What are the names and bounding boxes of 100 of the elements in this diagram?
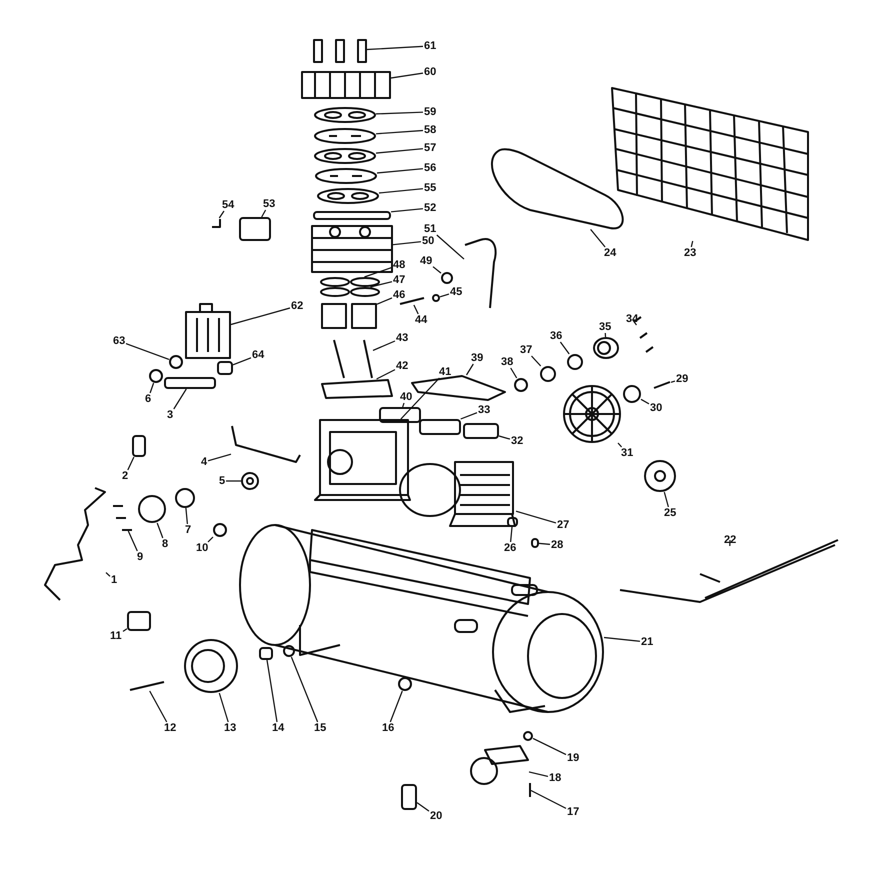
leader-line [392, 241, 422, 246]
wheel-drawing [184, 639, 238, 693]
callout-number: 4 [200, 456, 208, 468]
sleeve-drawing [132, 435, 146, 457]
callout-number: 29 [675, 373, 690, 385]
shaft-drawing [419, 419, 461, 435]
pistons-drawing [321, 303, 377, 329]
piston-rings-drawing [320, 287, 380, 297]
leader-line [230, 307, 290, 326]
leader-line [390, 72, 424, 79]
circlip-drawing [540, 366, 556, 382]
leader-line [218, 692, 229, 722]
leader-line [604, 332, 606, 338]
callout-number: 20 [429, 810, 444, 822]
callout-number: 8 [161, 538, 170, 550]
callout-number: 41 [438, 366, 452, 378]
callout-number: 26 [503, 542, 518, 554]
leader-line [261, 210, 266, 218]
leader-line [376, 297, 392, 305]
leader-line [530, 790, 566, 809]
cylinder-head-drawing [301, 71, 391, 99]
pulley-hub-drawing [644, 460, 676, 492]
leader-line [150, 382, 154, 394]
leader-line [390, 690, 403, 722]
leader-line [531, 356, 542, 366]
motor-drawing [399, 461, 516, 527]
piston-rings-drawing [320, 277, 380, 287]
leader-line [106, 572, 110, 577]
plug-drawing [213, 523, 227, 537]
callout-number: 50 [421, 235, 436, 247]
leader-line [510, 368, 518, 378]
leader-line [528, 771, 548, 777]
connecting-rods-drawing [333, 339, 373, 379]
fan-pulley-drawing [563, 385, 621, 443]
leader-line [232, 357, 252, 366]
callout-number: 55 [423, 182, 438, 194]
callout-number: 24 [603, 247, 618, 259]
callout-number: 10 [195, 542, 210, 554]
leader-line [376, 369, 396, 380]
fitting-drawing [217, 361, 233, 375]
leader-line [173, 388, 187, 410]
elbow-drawing [441, 272, 453, 284]
callout-number: 22 [723, 534, 738, 546]
gasket-drawing [313, 211, 391, 220]
callout-number: 21 [640, 636, 654, 648]
callout-number: 14 [271, 722, 286, 734]
callout-number: 6 [144, 393, 152, 405]
callout-number: 52 [423, 202, 438, 214]
pipe-drawing [464, 238, 497, 308]
leader-line [372, 340, 396, 351]
callout-number: 15 [313, 722, 328, 734]
crankshaft-drawing [379, 407, 421, 423]
leader-line [128, 530, 138, 552]
leader-line [208, 536, 214, 542]
callout-number: 19 [566, 752, 580, 764]
axle-drawing [130, 681, 164, 691]
leader-line [122, 628, 128, 632]
leader-line [156, 522, 164, 538]
ring-drawing [175, 488, 195, 508]
leader-line [618, 442, 622, 448]
leader-line [366, 46, 424, 50]
leader-line [376, 148, 424, 154]
leader-line [416, 802, 430, 812]
callout-number: 38 [500, 356, 514, 368]
leader-line [604, 636, 640, 642]
leader-line [436, 234, 464, 260]
callout-number: 32 [510, 435, 524, 447]
cover-plate-drawing [411, 375, 506, 401]
leader-line [266, 660, 278, 722]
leader-line [390, 208, 424, 212]
gasket-drawing [317, 188, 379, 204]
leader-line [376, 168, 424, 174]
leader-line [538, 542, 550, 545]
callout-number: 1 [110, 574, 118, 586]
belt-drawing [491, 148, 624, 230]
valve-plate-drawing [315, 168, 377, 184]
seal-drawing [567, 354, 583, 370]
callout-number: 23 [683, 247, 698, 259]
callout-number: 49 [419, 255, 434, 267]
leader-line [729, 540, 731, 546]
hook-drawing [212, 219, 221, 228]
pressure-switch-drawing [185, 303, 231, 359]
bushing-drawing [241, 472, 259, 490]
caster-drawing [470, 745, 529, 785]
filter-drawing [401, 784, 417, 810]
leader-line [400, 378, 440, 420]
callout-number: 39 [470, 352, 484, 364]
callout-number: 56 [423, 162, 438, 174]
gasket-drawing [321, 379, 393, 399]
washer-drawing [623, 385, 641, 403]
leader-line [127, 456, 134, 470]
callout-number: 27 [556, 519, 570, 531]
filter-box-drawing [239, 217, 271, 241]
callout-number: 28 [550, 539, 564, 551]
callout-number: 43 [395, 332, 410, 344]
callout-number: 36 [549, 330, 564, 342]
leader-line [149, 690, 168, 722]
callout-number: 59 [423, 106, 438, 118]
bolt-drawing [654, 381, 670, 389]
callout-number: 54 [221, 199, 236, 211]
